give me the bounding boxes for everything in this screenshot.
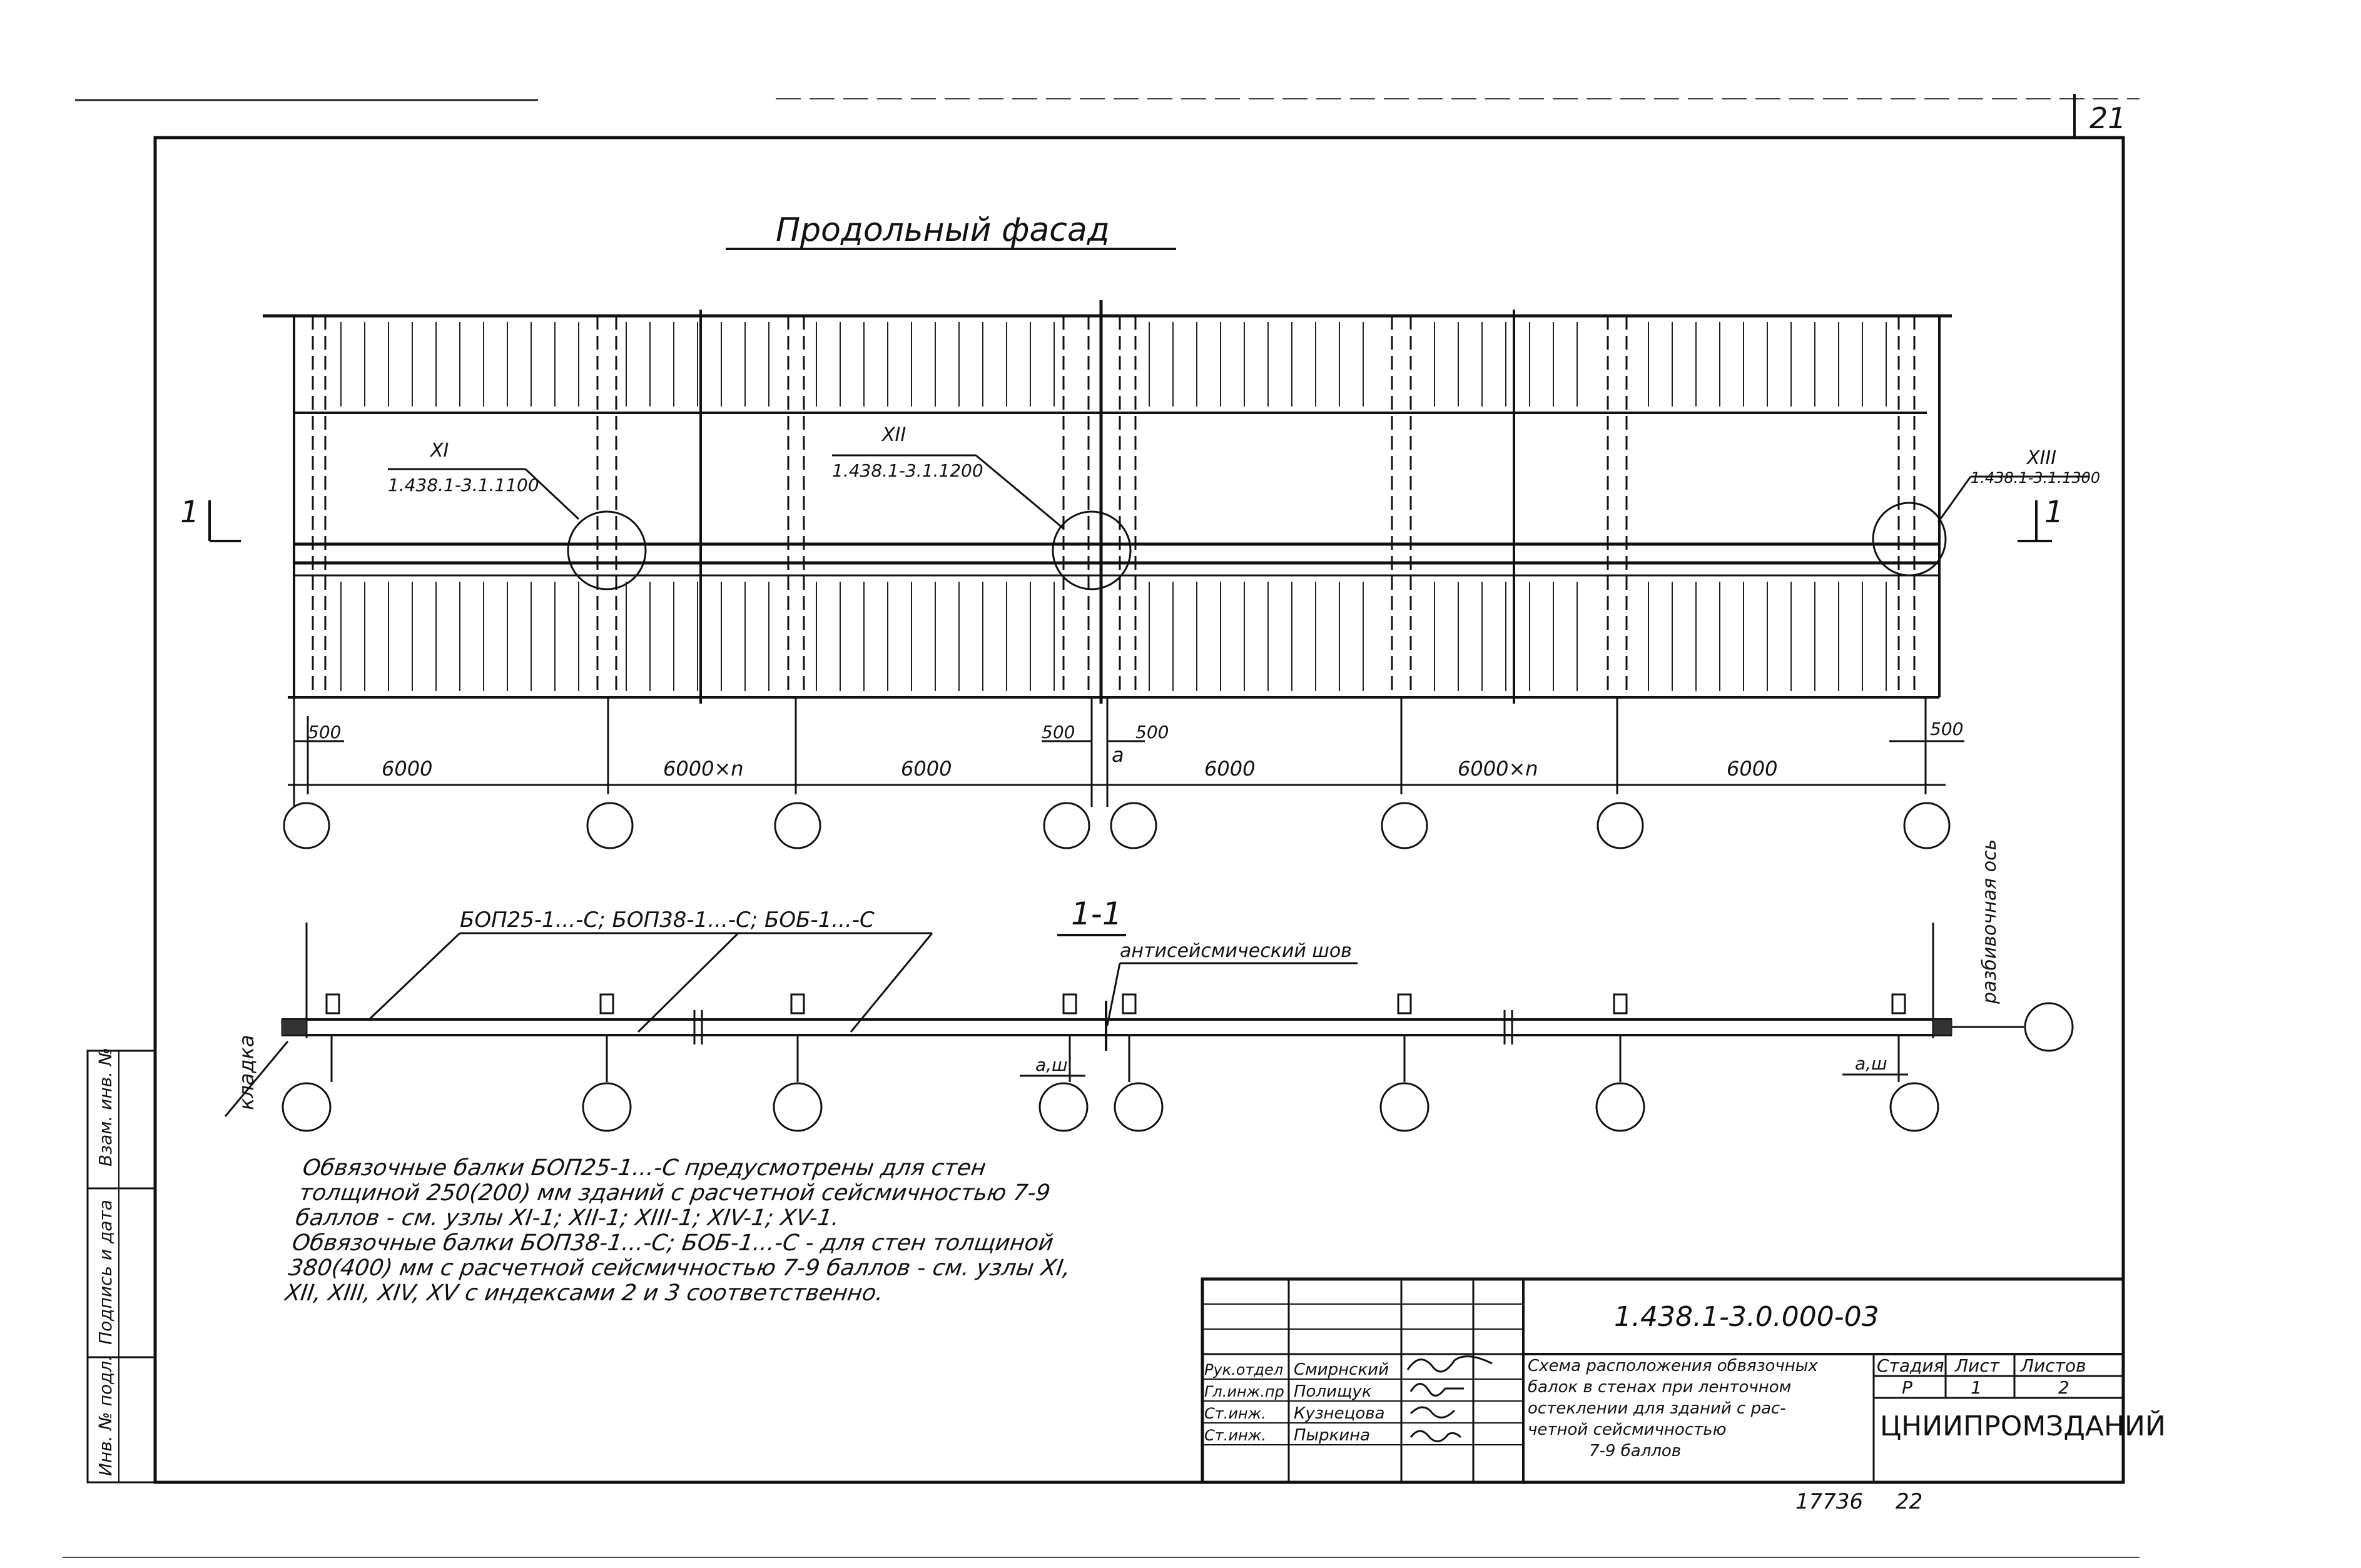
masonry-label: кладка [235, 1035, 258, 1110]
callout-xi-ref: 1.438.1-3.1.1100 [388, 475, 539, 495]
joint-label-1: антисейсмический шов [1120, 940, 1352, 962]
dim-span-3: 6000 [901, 757, 952, 781]
dim-span-4: 6000 [1204, 757, 1255, 781]
axis-label: разбивочная ось [1979, 839, 2001, 1004]
callout-xi-node: XI [429, 440, 449, 462]
footer-left: 17736 [1795, 1489, 1863, 1514]
stamp-desc-4: четной сейсмичностью [1528, 1420, 1726, 1439]
callout-xii-node: XII [881, 424, 906, 446]
marker-right: а,ш [1855, 1053, 1887, 1074]
section-columns [325, 993, 1906, 1082]
notes-block: Обвязочные балки БОП25-1...-С предусмотр… [283, 1155, 1105, 1306]
glazing-panels [340, 322, 1887, 691]
dim-offset-4: 500 [1930, 719, 1963, 739]
side-stamp [86, 1050, 156, 1484]
signatures [1406, 1355, 1493, 1442]
stamp-desc-1: Схема расположения обвязочных [1528, 1357, 1818, 1375]
stamp-role-1: Рук.отдел [1204, 1361, 1283, 1378]
stamp-name-4: Пыркина [1294, 1426, 1370, 1445]
title-block [1201, 1277, 2125, 1484]
stamp-organization: ЦНИИПРОМЗДАНИЙ [1880, 1409, 2166, 1442]
beam-label: БОП25-1...-С; БОП38-1...-С; БОБ-1...-С [460, 908, 875, 933]
side-stamp-3: Инв. № подл. [95, 1355, 116, 1476]
section-mark-left: 1 [180, 495, 200, 530]
stamp-header-sheets: Листов [2020, 1355, 2086, 1376]
stamp-code: 1.438.1-3.0.000-03 [1614, 1301, 1879, 1333]
stamp-desc-2: балок в стенах при ленточном [1528, 1378, 1791, 1397]
stamp-header-stage: Стадия [1877, 1355, 1944, 1376]
stamp-value-sheets: 2 [2058, 1377, 2069, 1398]
dim-span-1: 6000 [382, 757, 432, 781]
facade-elevation [263, 300, 1952, 704]
sheet-number: 21 [2089, 101, 2126, 135]
dim-offset-3: 500 [1135, 722, 1169, 742]
stamp-value-sheet: 1 [1971, 1377, 1982, 1398]
stamp-desc-3: остеклении для зданий с рас- [1528, 1399, 1786, 1418]
dim-span-5: 6000×n [1458, 757, 1538, 781]
callout-xiii-node: XIII [2026, 447, 2056, 469]
dimension-line [288, 697, 1964, 807]
axis-bubbles-bottom [282, 1002, 2074, 1132]
stamp-role-2: Гл.инж.пр [1204, 1383, 1284, 1400]
note-2: Обвязочные балки БОП38-1...-С; БОБ-1...-… [283, 1230, 1072, 1306]
dim-span-2: 6000×n [663, 757, 744, 781]
stamp-header-sheet: Лист [1954, 1355, 2000, 1376]
section-title: 1-1 [1071, 896, 1122, 932]
stamp-value-stage: Р [1902, 1377, 1912, 1398]
dim-gap: a [1112, 743, 1124, 767]
dim-offset-2: 500 [1042, 722, 1075, 742]
stamp-desc-5: 7-9 баллов [1589, 1442, 1681, 1460]
section-mark-right: 1 [2044, 495, 2064, 530]
section-beam [281, 923, 2024, 1051]
note-1: Обвязочные балки БОП25-1...-С предусмотр… [294, 1155, 1052, 1231]
axis-bubbles-top [283, 802, 1951, 849]
stamp-name-3: Кузнецова [1294, 1404, 1385, 1423]
stamp-name-2: Полищук [1294, 1382, 1372, 1401]
callout-circles [388, 454, 2089, 590]
footer-right: 22 [1896, 1489, 1922, 1514]
stamp-name-1: Смирнский [1294, 1360, 1389, 1379]
drawing-title: Продольный фасад [776, 211, 1110, 249]
side-stamp-2: Подпись и дата [95, 1200, 116, 1345]
side-stamp-1: Взам. инв. № [95, 1048, 116, 1166]
section-marks [208, 500, 2052, 542]
marker-left: а,ш [1035, 1055, 1068, 1075]
dim-span-6: 6000 [1727, 757, 1777, 781]
stamp-role-4: Ст.инж. [1204, 1427, 1266, 1444]
frame [153, 136, 2125, 1484]
callout-xii-ref: 1.438.1-3.1.1200 [832, 460, 983, 481]
stamp-role-3: Ст.инж. [1204, 1405, 1266, 1422]
callout-xiii-ref: 1.438.1-3.1.1300 [1971, 469, 2100, 487]
dim-offset-1: 500 [308, 722, 341, 742]
